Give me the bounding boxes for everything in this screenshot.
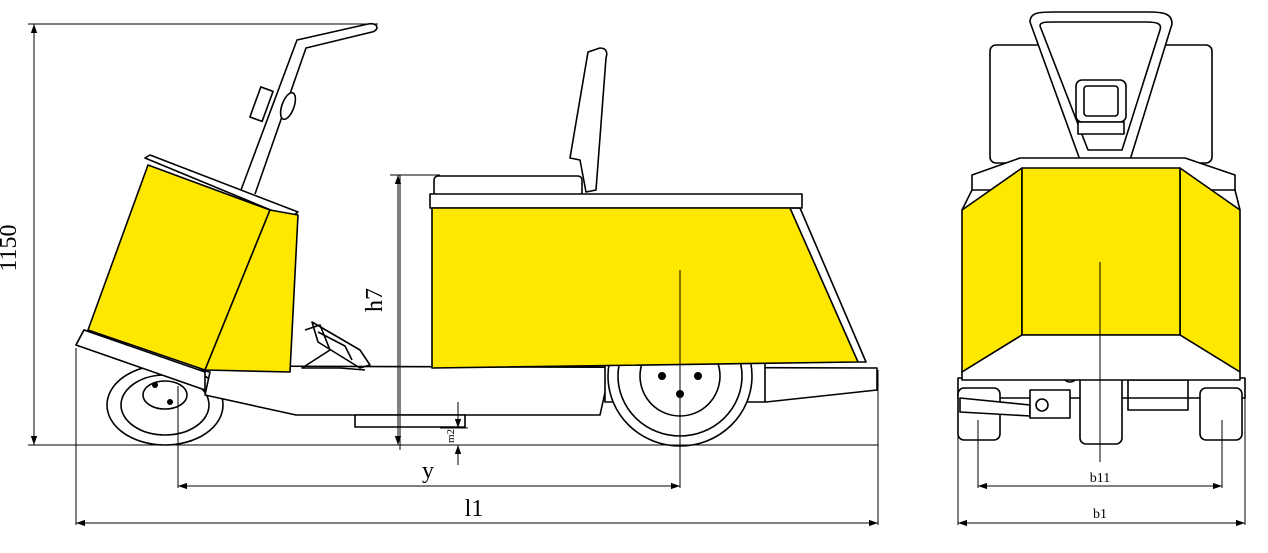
front-view: b11 b1 [957, 11, 1246, 527]
front-body-panels [961, 157, 1241, 381]
side-dimensions: 1150 h7 m2 y l1 [0, 23, 879, 527]
dimension-seat-height: h7 [362, 288, 388, 312]
dimension-track-width: b11 [1090, 471, 1110, 486]
front-dimensions: b11 b1 [957, 380, 1246, 527]
dimension-ground-clearance: m2 [445, 429, 457, 443]
seat [429, 47, 803, 209]
dimension-overall-height: 1150 [0, 224, 22, 271]
dimension-wheelbase: y [422, 458, 434, 484]
front-body [431, 207, 867, 369]
side-view: 1150 h7 m2 y l1 [0, 22, 879, 527]
rear-body [75, 154, 299, 391]
steering-tiller [240, 22, 378, 195]
front-undercarriage [957, 367, 1246, 445]
foot-pedal [301, 321, 371, 371]
tiller-frame [1029, 11, 1173, 161]
dimension-overall-length: l1 [465, 496, 484, 522]
dimension-overall-width: b1 [1093, 507, 1107, 522]
